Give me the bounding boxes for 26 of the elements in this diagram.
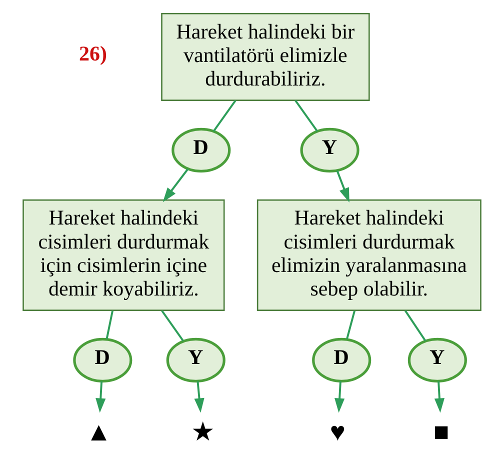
connector bbox=[161, 310, 184, 342]
node-ellipse: Y bbox=[166, 338, 226, 383]
arrow bbox=[334, 381, 345, 413]
node-box: Hareket halindeki cisimleri durdurmak için cisimlerin içine demir koyabiliriz. bbox=[22, 199, 225, 311]
node-ellipse: Y bbox=[300, 128, 360, 172]
node-ellipse: D bbox=[312, 338, 372, 383]
node-text: ♥ bbox=[330, 417, 346, 446]
node-text: ★ bbox=[190, 417, 214, 446]
arrow bbox=[162, 168, 189, 202]
node-box: Hareket halindeki bir vantilatörü elimizle durdurabiliriz. bbox=[161, 12, 370, 101]
node-box: Hareket halindeki cisimleri durdurmak elimizin yaralanmasına sebep olabilir. bbox=[256, 199, 482, 311]
arrow bbox=[96, 381, 106, 413]
connector bbox=[294, 100, 318, 132]
arrow bbox=[336, 170, 350, 202]
connector bbox=[404, 310, 426, 342]
connector bbox=[106, 310, 114, 340]
node-text: ■ bbox=[433, 417, 450, 446]
label: 26) bbox=[79, 42, 108, 66]
node-ellipse: D bbox=[73, 338, 132, 383]
arrow bbox=[434, 381, 445, 413]
connector bbox=[346, 310, 356, 340]
node-ellipse: D bbox=[172, 128, 231, 172]
node-ellipse: Y bbox=[408, 338, 467, 383]
node-text: ▲ bbox=[86, 417, 112, 446]
arrow bbox=[194, 381, 204, 413]
connector bbox=[212, 100, 236, 132]
